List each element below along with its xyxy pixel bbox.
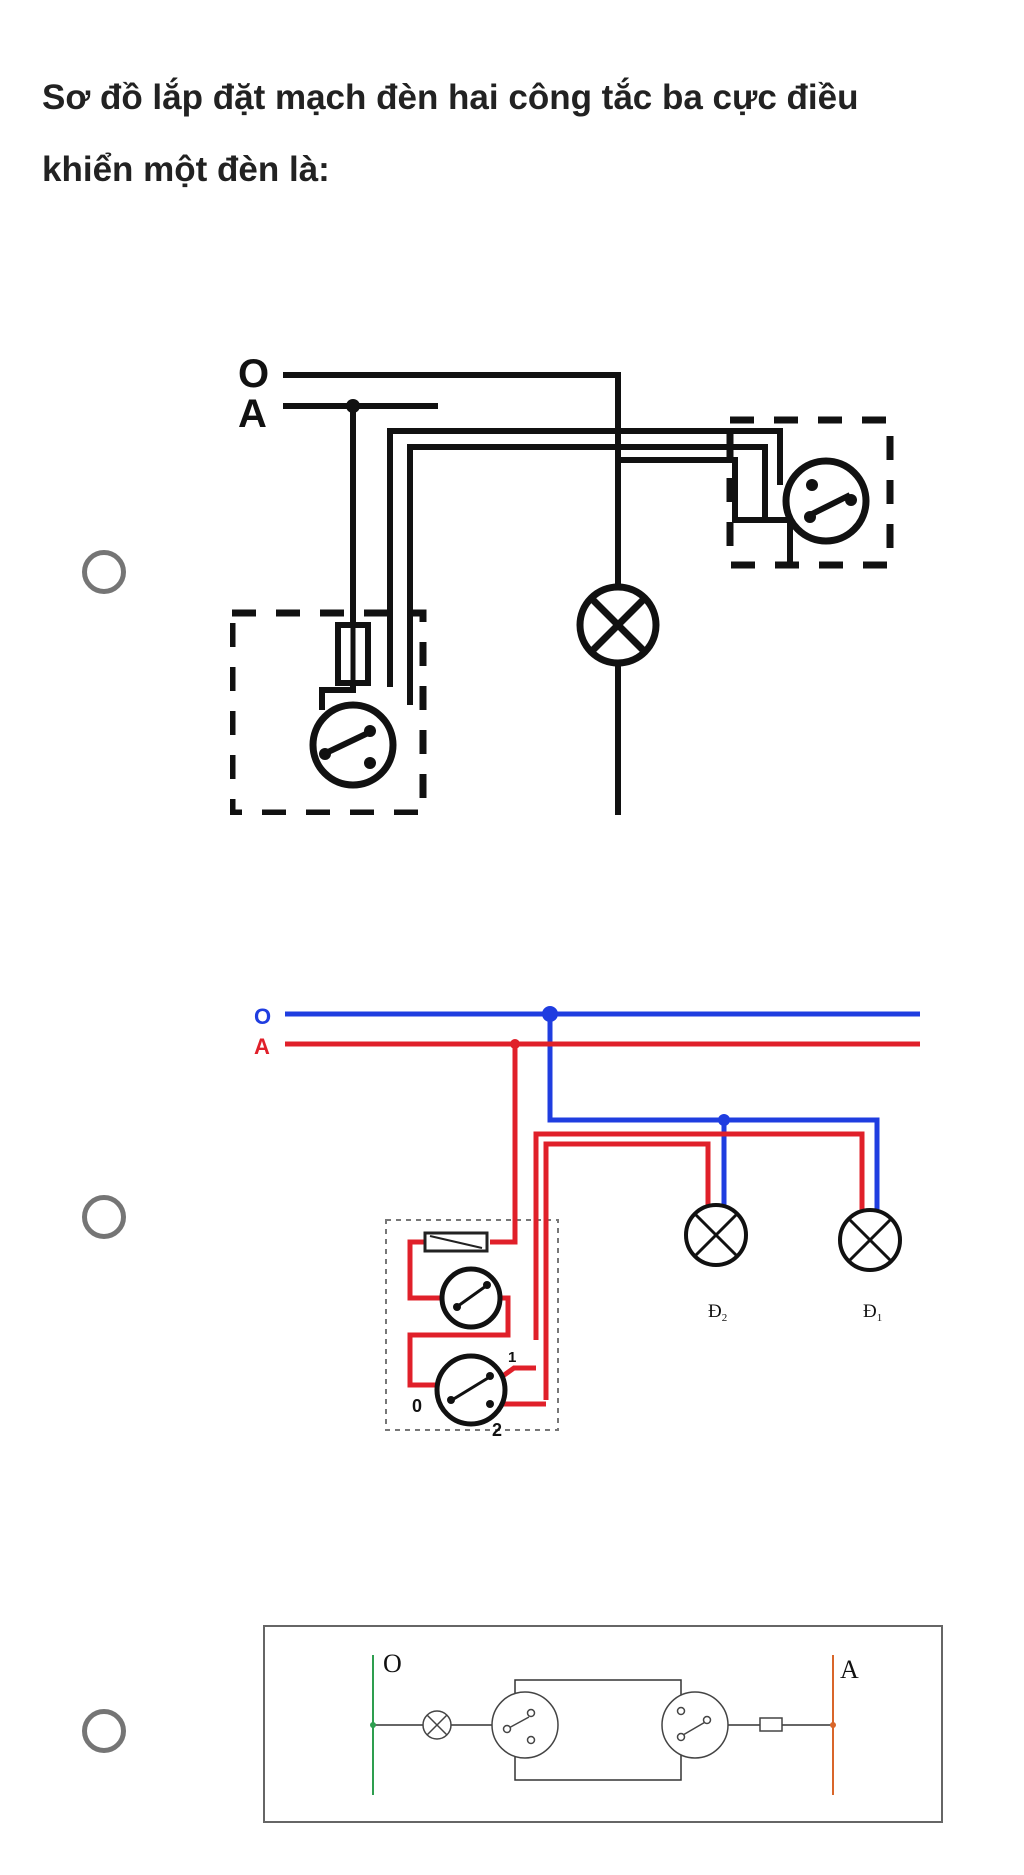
svg-text:Đ1: Đ1 bbox=[863, 1301, 882, 1324]
neutral-wire bbox=[283, 372, 621, 815]
option-2-radio[interactable] bbox=[82, 1195, 126, 1239]
phase-label: A bbox=[254, 1034, 270, 1059]
terminal-2-label: 2 bbox=[492, 1420, 502, 1440]
switch-icon bbox=[434, 1353, 508, 1427]
switch-icon bbox=[439, 1266, 503, 1330]
neutral-label: O bbox=[254, 1004, 271, 1029]
neutral-label: O bbox=[238, 352, 269, 396]
option-2-diagram: O A Đ2 Đ1 0 1 2 bbox=[254, 1004, 920, 1440]
lamp-1-subscript: 1 bbox=[877, 1312, 883, 1324]
terminal-1-label: 1 bbox=[508, 1349, 516, 1366]
diagram-frame bbox=[263, 1625, 943, 1823]
question-line-1: Sơ đồ lắp đặt mạch đèn hai công tắc ba c… bbox=[42, 78, 859, 117]
question-line-2: khiển một đèn là: bbox=[42, 150, 330, 189]
switch-icon bbox=[661, 1691, 729, 1759]
lamp-icon bbox=[838, 1208, 902, 1272]
option-3-diagram: O A bbox=[263, 1625, 943, 1823]
neutral-label: O bbox=[383, 1649, 402, 1678]
option-3-radio[interactable] bbox=[82, 1709, 126, 1753]
phase-label: A bbox=[238, 392, 267, 436]
lamp-2-subscript: 2 bbox=[722, 1312, 728, 1324]
terminal-0-label: 0 bbox=[412, 1396, 422, 1416]
fuse-icon bbox=[759, 1717, 783, 1732]
right-switch-box bbox=[726, 416, 894, 569]
option-1-diagram: O A bbox=[230, 352, 894, 815]
switch-icon bbox=[782, 457, 870, 545]
lamp-icon bbox=[684, 1203, 748, 1267]
switch-icon bbox=[309, 701, 397, 789]
junction-dot bbox=[542, 1006, 558, 1022]
phase-label: A bbox=[840, 1655, 859, 1684]
svg-text:Đ2: Đ2 bbox=[708, 1301, 727, 1324]
option-1-radio[interactable] bbox=[82, 550, 126, 594]
switch-icon bbox=[491, 1691, 559, 1759]
lamp-icon bbox=[422, 1710, 452, 1740]
question-text: Sơ đồ lắp đặt mạch đèn hai công tắc ba c… bbox=[42, 62, 982, 206]
lamp-icon bbox=[576, 583, 660, 667]
lamp-2-label: Đ bbox=[708, 1301, 722, 1322]
lamp-1-label: Đ bbox=[863, 1301, 877, 1322]
junction-dot bbox=[346, 399, 360, 413]
